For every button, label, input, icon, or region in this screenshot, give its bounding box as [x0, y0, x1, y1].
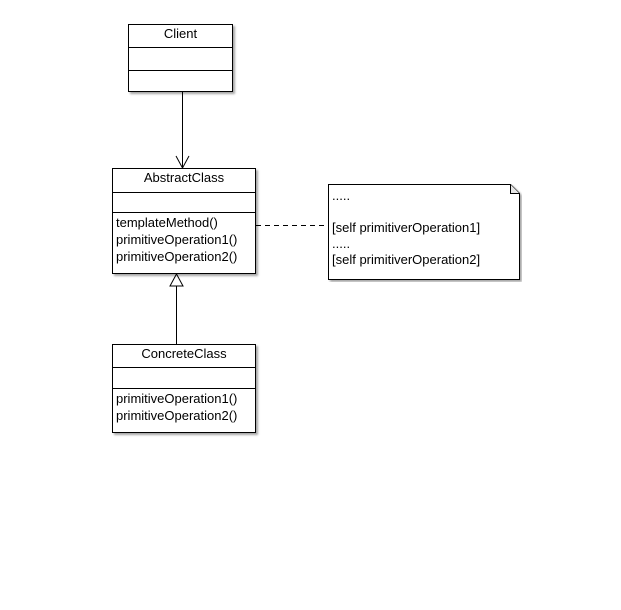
operations-compartment: primitiveOperation1() primitiveOperation… — [113, 388, 255, 432]
note[interactable]: ..... [self primitiverOperation1] ..... … — [328, 184, 520, 280]
class-abstractclass[interactable]: AbstractClass templateMethod() primitive… — [112, 168, 256, 274]
note-line — [332, 204, 480, 220]
operations-compartment — [129, 70, 232, 91]
operation: primitiveOperation1() — [116, 391, 238, 406]
note-shape — [328, 184, 520, 280]
class-client[interactable]: Client — [128, 24, 233, 92]
note-line: [self primitiverOperation1] — [332, 220, 481, 235]
attributes-compartment — [113, 367, 255, 388]
association-client-abstractclass — [175, 92, 190, 170]
operations-compartment: templateMethod() primitiveOperation1() p… — [113, 212, 255, 273]
generalization-concrete-abstract — [169, 272, 184, 344]
class-name: ConcreteClass — [141, 346, 227, 361]
note-text: ..... [self primitiverOperation1] ..... … — [332, 188, 480, 268]
class-concreteclass[interactable]: ConcreteClass primitiveOperation1() prim… — [112, 344, 256, 433]
note-line: [self primitiverOperation2] — [332, 252, 481, 267]
class-name: AbstractClass — [143, 170, 225, 185]
operation: templateMethod() — [116, 215, 218, 230]
class-name: Client — [163, 26, 198, 41]
operation: primitiveOperation2() — [116, 249, 238, 264]
attributes-compartment — [113, 192, 255, 212]
operation: primitiveOperation2() — [116, 408, 238, 423]
note-line: ..... — [332, 188, 351, 203]
note-line: ..... — [332, 236, 351, 251]
operation: primitiveOperation1() — [116, 232, 238, 247]
attributes-compartment — [129, 47, 232, 70]
